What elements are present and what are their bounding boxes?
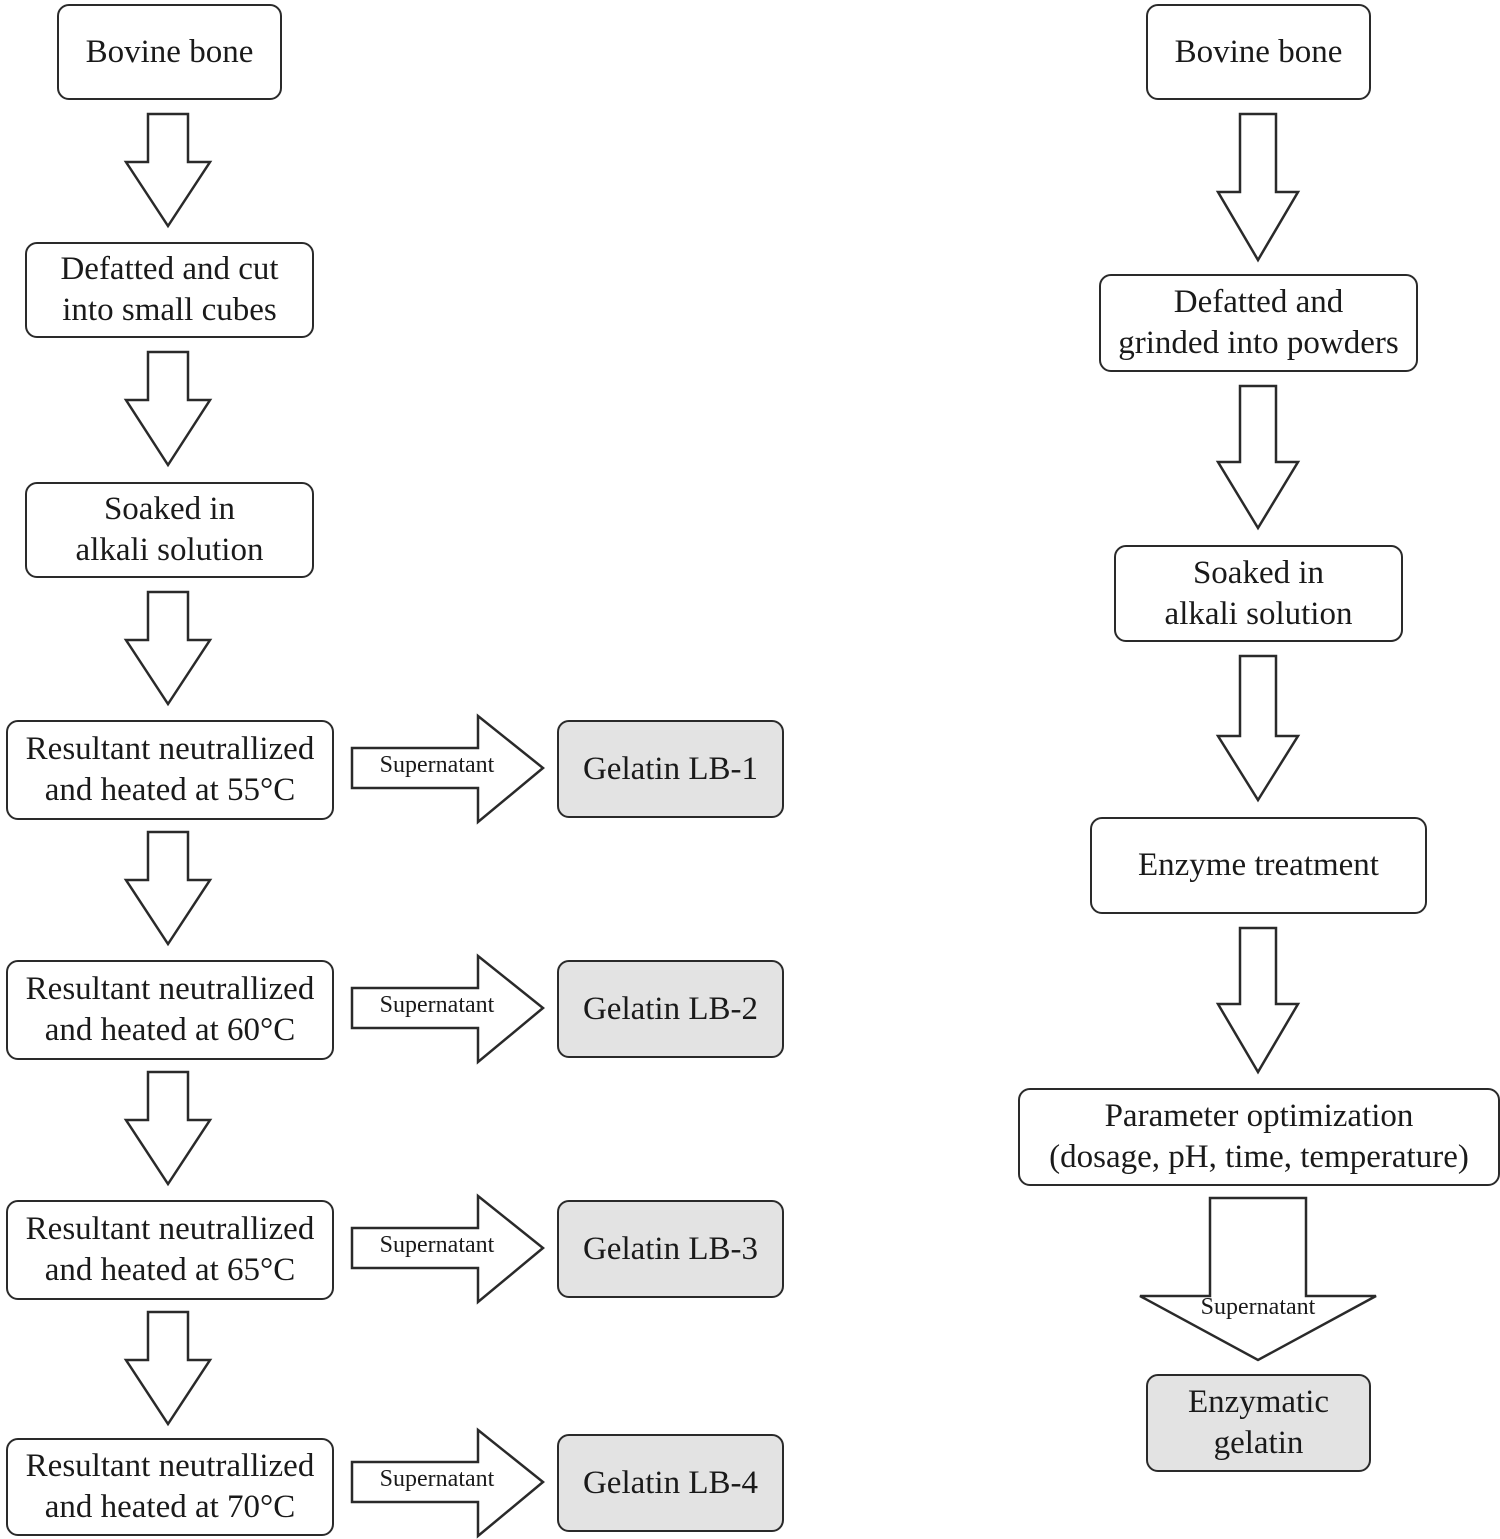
output-gelatin-lb2: Gelatin LB-2 bbox=[557, 960, 784, 1058]
output-gelatin-lb3: Gelatin LB-3 bbox=[557, 1200, 784, 1298]
right-step-parameter-optimization: Parameter optimization (dosage, pH, time… bbox=[1018, 1088, 1500, 1186]
right-arrow-lb3 bbox=[350, 1193, 545, 1305]
left-step-heated-60: Resultant neutrallized and heated at 60°… bbox=[6, 960, 334, 1060]
right-arrow-lb1 bbox=[350, 713, 545, 825]
right-step-bovine-bone: Bovine bone bbox=[1146, 4, 1371, 100]
left-down-arrow-4 bbox=[123, 830, 213, 947]
left-step-bovine-bone: Bovine bone bbox=[57, 4, 282, 100]
right-down-arrow-big bbox=[1139, 1196, 1377, 1362]
left-down-arrow-1 bbox=[123, 112, 213, 229]
left-step-heated-55: Resultant neutrallized and heated at 55°… bbox=[6, 720, 334, 820]
right-down-arrow-1 bbox=[1215, 112, 1301, 263]
right-down-arrow-3 bbox=[1215, 654, 1301, 803]
left-step-soaked-alkali: Soaked in alkali solution bbox=[25, 482, 314, 578]
supernatant-label-2: Supernatant bbox=[379, 992, 495, 1018]
supernatant-label-right: Supernatant bbox=[1200, 1294, 1316, 1320]
right-step-soaked-alkali: Soaked in alkali solution bbox=[1114, 545, 1403, 642]
left-down-arrow-5 bbox=[123, 1070, 213, 1187]
supernatant-label-3: Supernatant bbox=[379, 1232, 495, 1258]
supernatant-label-1: Supernatant bbox=[379, 752, 495, 778]
left-step-defatted-cut: Defatted and cut into small cubes bbox=[25, 242, 314, 338]
right-down-arrow-2 bbox=[1215, 384, 1301, 531]
supernatant-label-4: Supernatant bbox=[379, 1466, 495, 1492]
left-down-arrow-2 bbox=[123, 350, 213, 468]
left-down-arrow-6 bbox=[123, 1310, 213, 1427]
right-arrow-lb2 bbox=[350, 953, 545, 1065]
output-enzymatic-gelatin: Enzymatic gelatin bbox=[1146, 1374, 1371, 1472]
right-step-defatted-grinded: Defatted and grinded into powders bbox=[1099, 274, 1418, 372]
output-gelatin-lb1: Gelatin LB-1 bbox=[557, 720, 784, 818]
left-step-heated-65: Resultant neutrallized and heated at 65°… bbox=[6, 1200, 334, 1300]
right-down-arrow-4 bbox=[1215, 926, 1301, 1075]
left-step-heated-70: Resultant neutrallized and heated at 70°… bbox=[6, 1438, 334, 1536]
right-step-enzyme-treatment: Enzyme treatment bbox=[1090, 817, 1427, 914]
right-arrow-lb4 bbox=[350, 1427, 545, 1539]
output-gelatin-lb4: Gelatin LB-4 bbox=[557, 1434, 784, 1532]
left-down-arrow-3 bbox=[123, 590, 213, 707]
